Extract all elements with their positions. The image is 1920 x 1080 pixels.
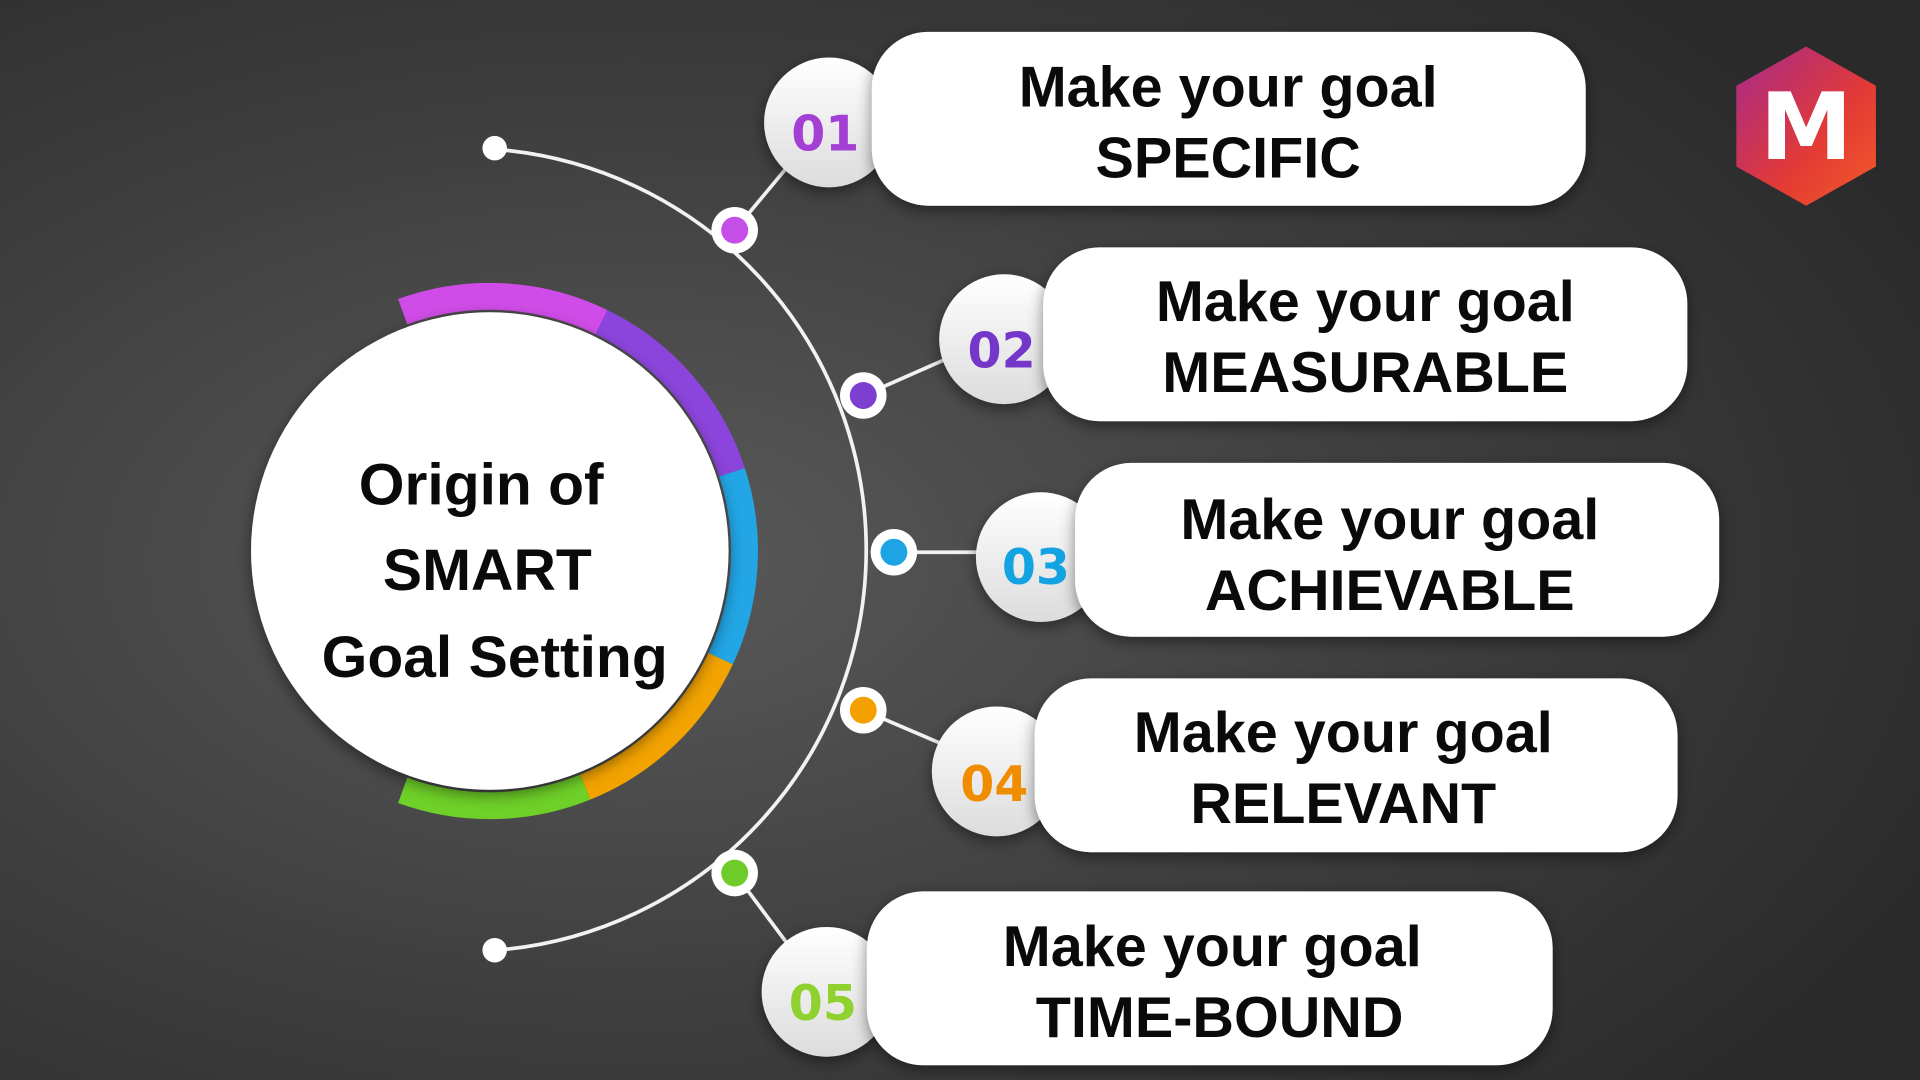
step-number: 04 [960,756,1028,813]
center-title-line3: Goal Setting [322,625,668,690]
step-line1: Make your goal [1019,56,1438,120]
arc-end-dot-top [482,135,507,161]
logo-letter: M [1760,73,1853,181]
node-dot-4 [849,696,877,724]
number-badge [975,492,1106,623]
step-line1: Make your goal [1156,270,1575,334]
number-badge [764,57,894,188]
step-line2: ACHIEVABLE [1205,559,1575,623]
step-line1: Make your goal [1003,915,1422,979]
step-card [1043,247,1688,422]
arc-end-dot-bottom [482,937,507,963]
brand-logo: M [1736,46,1876,206]
step-line2: RELEVANT [1190,772,1496,836]
ring-segment-1 [398,282,608,335]
step-line2: MEASURABLE [1162,341,1568,405]
step-card [1075,462,1720,637]
node-dot-2 [849,382,877,409]
center-circle [251,312,729,790]
step-number: 03 [1002,539,1070,596]
step-number: 02 [968,322,1036,379]
color-ring [398,282,758,820]
number-badge [761,926,892,1057]
step-card [1034,678,1678,853]
step-line1: Make your goal [1134,701,1553,765]
ring-segment-4 [580,652,733,800]
node-dot-3 [880,538,908,566]
step-card [871,31,1586,206]
step-2: 02 Make your goal MEASURABLE [939,247,1688,422]
node-dot-1 [721,216,749,244]
step-line2: TIME-BOUND [1036,986,1404,1050]
ring-segment-3 [708,468,758,665]
center-title-line2: SMART [383,538,592,603]
step-number: 05 [789,975,857,1032]
number-badge [931,706,1062,837]
step-line1: Make your goal [1180,488,1599,552]
timeline-nodes [711,206,918,897]
step-line2: SPECIFIC [1095,127,1360,191]
center-title-line1: Origin of [359,452,604,517]
ring-segment-2 [595,309,745,477]
number-badge [939,274,1069,405]
step-card [866,891,1553,1066]
step-3: 03 Make your goal ACHIEVABLE [975,462,1720,637]
logo-hexagon [1736,46,1876,206]
step-number: 01 [791,106,859,163]
timeline-arc [495,147,869,953]
ring-segment-5 [398,774,591,820]
step-5: 05 Make your goal TIME-BOUND [761,891,1553,1066]
step-1: 01 Make your goal SPECIFIC [764,31,1586,206]
step-4: 04 Make your goal RELEVANT [931,678,1678,853]
node-dot-5 [721,859,749,887]
